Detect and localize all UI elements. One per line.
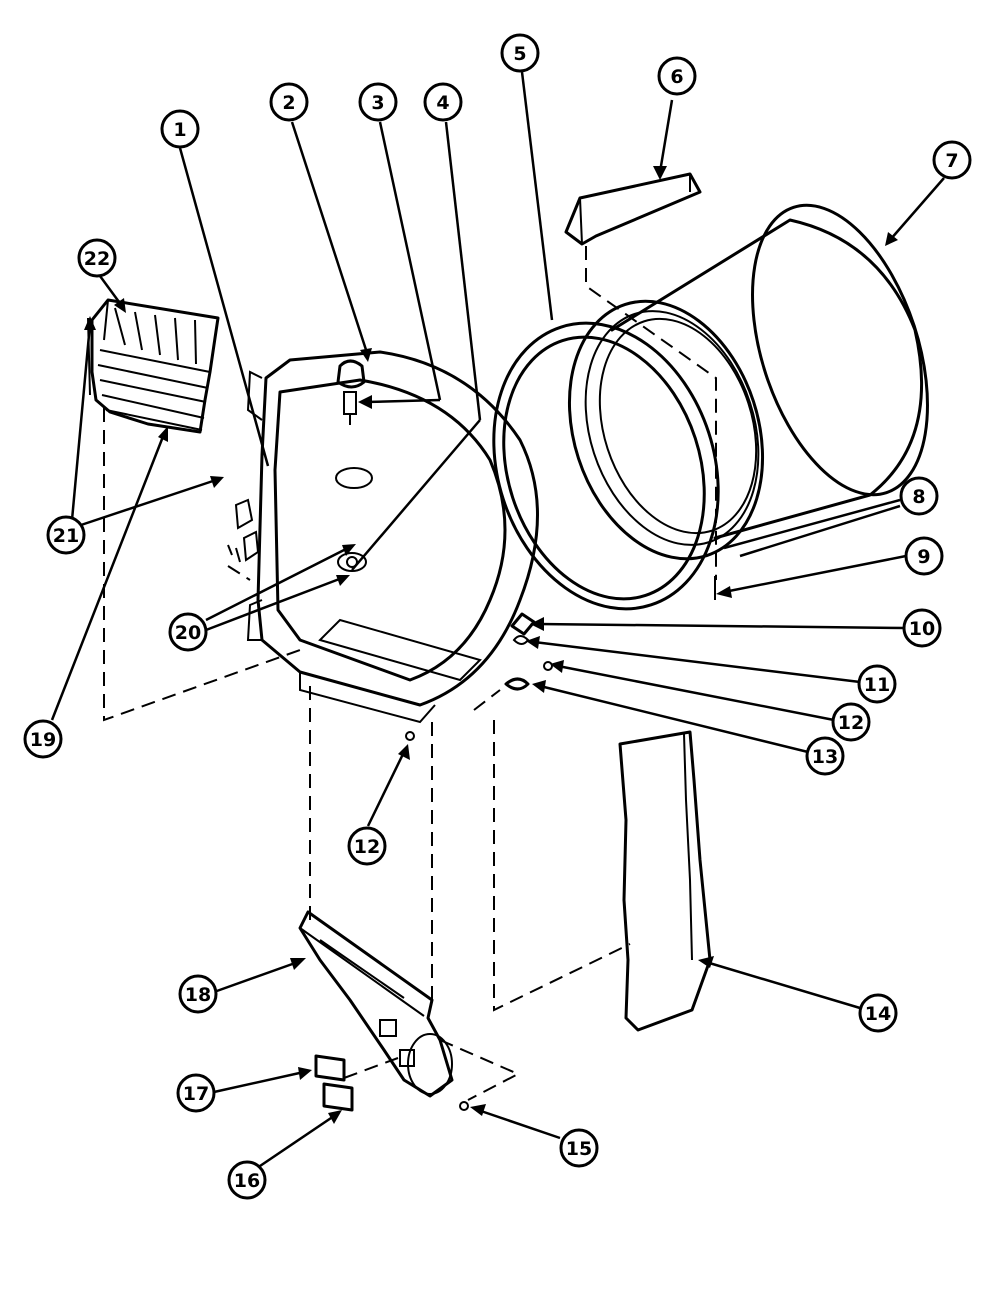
callout-4: 4 <box>423 82 463 122</box>
callout-17-circle <box>176 1073 216 1113</box>
callout-16: 16 <box>227 1160 267 1200</box>
callout-22-circle <box>77 238 117 278</box>
callout-6: 6 <box>657 56 697 96</box>
callout-18-circle <box>178 974 218 1014</box>
leader-lines <box>50 71 945 1168</box>
alignment-lines <box>103 246 717 1101</box>
drum-seal-part <box>492 321 720 611</box>
callout-12-lower-label: 12 <box>354 836 380 858</box>
callout-19: 19 <box>23 719 63 759</box>
callout-14-circle <box>858 993 898 1033</box>
callout-6-label: 6 <box>670 66 683 88</box>
lint-filter-part <box>87 298 220 434</box>
screw-part-15 <box>459 1101 469 1111</box>
callout-21: 21 <box>46 515 86 555</box>
drum-baffle-part <box>564 172 702 246</box>
callout-12-upper-label: 12 <box>838 712 864 734</box>
callout-12-upper-circle <box>831 702 871 742</box>
callout-12-lower-circle <box>347 826 387 866</box>
callout-10-label: 10 <box>909 618 935 640</box>
callout-12-lower: 12 <box>347 826 387 866</box>
callout-20-label: 20 <box>175 622 201 644</box>
callout-3-circle <box>358 82 398 122</box>
label-parts <box>314 1054 354 1112</box>
callout-20-circle <box>168 612 208 652</box>
callout-15: 15 <box>559 1128 599 1168</box>
callout-1: 1 <box>160 109 200 149</box>
callout-21-circle <box>46 515 86 555</box>
callout-8: 8 <box>899 476 939 516</box>
callout-13: 13 <box>805 736 845 776</box>
callout-1-label: 1 <box>173 119 186 141</box>
callout-17-label: 17 <box>183 1083 209 1105</box>
callout-2-label: 2 <box>282 92 295 114</box>
callout-15-label: 15 <box>566 1138 592 1160</box>
callout-7-label: 7 <box>945 150 958 172</box>
callout-18: 18 <box>178 974 218 1014</box>
callout-8-circle <box>899 476 939 516</box>
callout-6-circle <box>657 56 697 96</box>
callout-14-label: 14 <box>865 1003 891 1025</box>
callout-20: 20 <box>168 612 208 652</box>
callout-5-circle <box>500 33 540 73</box>
callout-18-label: 18 <box>185 984 211 1006</box>
callout-22: 22 <box>77 238 117 278</box>
callout-3: 3 <box>358 82 398 122</box>
callout-17: 17 <box>176 1073 216 1113</box>
callout-5: 5 <box>500 33 540 73</box>
callout-9-label: 9 <box>917 546 930 568</box>
callout-19-circle <box>23 719 63 759</box>
callout-11-circle <box>857 664 897 704</box>
callout-1-circle <box>160 109 200 149</box>
callout-9-circle <box>904 536 944 576</box>
callout-2: 2 <box>269 82 309 122</box>
callout-22-label: 22 <box>84 248 110 270</box>
callout-3-label: 3 <box>371 92 384 114</box>
callout-10: 10 <box>902 608 942 648</box>
thermostat-part <box>336 359 366 425</box>
callout-12-upper: 12 <box>831 702 871 742</box>
drum-part <box>567 203 929 561</box>
callout-19-label: 19 <box>30 729 56 751</box>
callout-11-label: 11 <box>864 674 890 696</box>
callout-16-label: 16 <box>234 1170 260 1192</box>
callout-14: 14 <box>858 993 898 1033</box>
callout-4-label: 4 <box>436 92 449 114</box>
callout-9: 9 <box>904 536 944 576</box>
callout-7: 7 <box>932 140 972 180</box>
small-hardware-parts <box>405 612 553 741</box>
callout-10-circle <box>902 608 942 648</box>
callout-21-label: 21 <box>53 525 79 547</box>
lint-duct-part <box>298 910 454 1098</box>
callout-13-label: 13 <box>812 746 838 768</box>
side-panel-part <box>618 730 712 1032</box>
callout-15-circle <box>559 1128 599 1168</box>
callout-13-circle <box>805 736 845 776</box>
callout-8-label: 8 <box>912 486 925 508</box>
callout-2-circle <box>269 82 309 122</box>
callout-5-label: 5 <box>513 43 526 65</box>
callout-4-circle <box>423 82 463 122</box>
callout-16-circle <box>227 1160 267 1200</box>
callout-7-circle <box>932 140 972 180</box>
front-bulkhead-part <box>227 350 539 724</box>
callout-11: 11 <box>857 664 897 704</box>
